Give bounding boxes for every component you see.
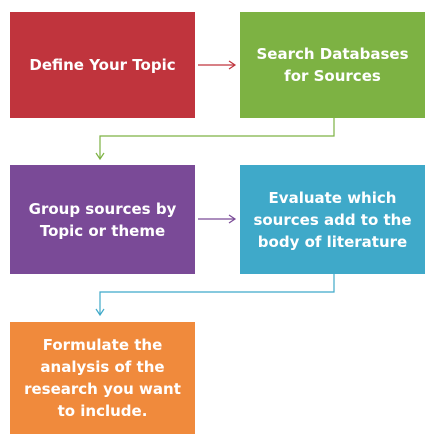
step-group-sources-label: Group sources by Topic or theme bbox=[28, 199, 177, 240]
arrowhead-evaluate-to-formulate bbox=[95, 308, 105, 317]
arrow-search-to-group bbox=[99, 118, 335, 158]
step-define-topic-label: Define Your Topic bbox=[29, 56, 176, 74]
step-search-databases-label: Search Databases for Sources bbox=[256, 45, 409, 85]
arrow-evaluate-to-formulate bbox=[99, 274, 335, 314]
step-evaluate-sources-label: Evaluate which sources add to the body o… bbox=[253, 188, 412, 251]
step-group-sources: Group sources by Topic or theme bbox=[10, 165, 195, 274]
step-define-topic: Define Your Topic bbox=[10, 12, 195, 118]
step-formulate-analysis-label: Formulate the analysis of the research y… bbox=[24, 336, 181, 420]
step-formulate-analysis: Formulate the analysis of the research y… bbox=[10, 322, 195, 434]
step-search-databases: Search Databases for Sources bbox=[240, 12, 425, 118]
step-evaluate-sources: Evaluate which sources add to the body o… bbox=[240, 165, 425, 274]
arrowhead-group-to-evaluate bbox=[228, 214, 237, 224]
arrowhead-define-to-search bbox=[228, 60, 237, 70]
arrowhead-search-to-group bbox=[95, 152, 105, 161]
